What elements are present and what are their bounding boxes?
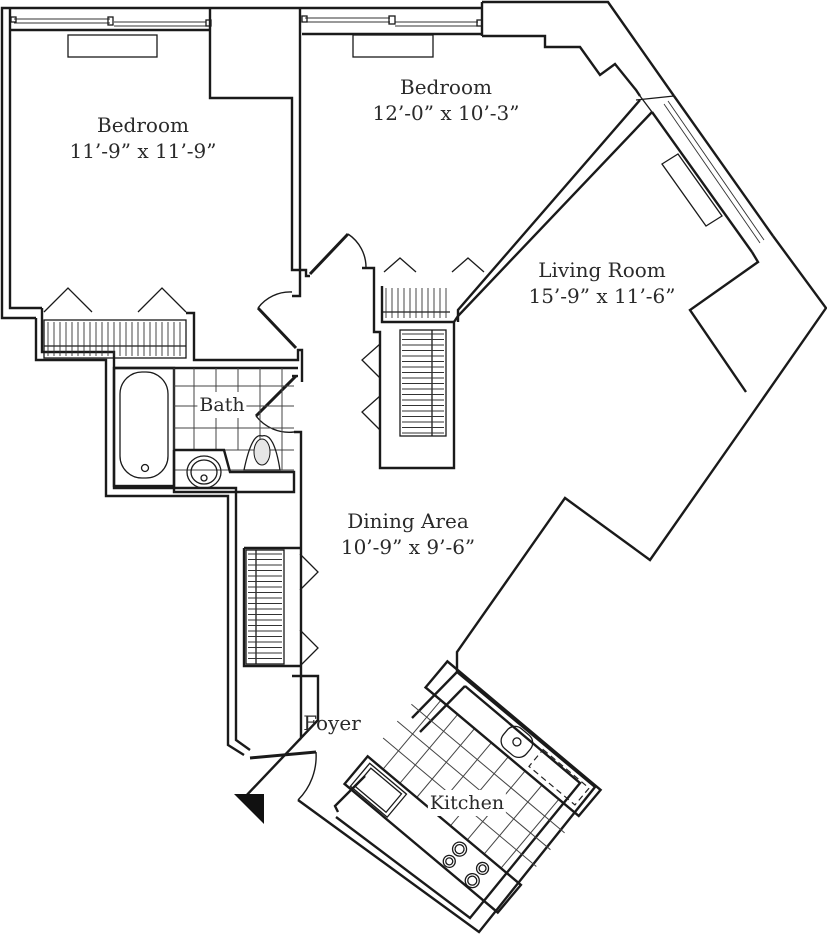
kitchen-fixtures	[342, 659, 603, 915]
closet-hanger-bars	[402, 333, 444, 434]
entry-triangle-icon	[234, 794, 264, 824]
closet-shelving	[43, 257, 485, 667]
room-dimensions: 12’-0” x 10’-3”	[372, 101, 520, 125]
doors	[249, 232, 367, 801]
room-label-dining-area: Dining Area 10’-9” x 9’-6”	[341, 508, 475, 560]
room-dimensions: 10’-9” x 9’-6”	[340, 535, 476, 559]
closet-hanger-bars	[385, 288, 447, 318]
room-name: Kitchen	[429, 792, 505, 814]
room-label-foyer: Foyer	[303, 710, 361, 736]
room-name: Bath	[199, 394, 245, 416]
bath-fixtures	[119, 368, 296, 494]
room-label-bedroom-1: Bedroom 11’-9” x 11’-9”	[69, 112, 216, 164]
room-dimensions: 11’-9” x 11’-9”	[69, 139, 217, 163]
room-label-kitchen: Kitchen	[427, 790, 507, 816]
interior-walls	[112, 99, 653, 813]
room-name: Living Room	[538, 258, 666, 282]
room-label-living-room: Living Room 15’-9” x 11’-6”	[528, 257, 675, 309]
closet-hanger-bars	[248, 553, 282, 659]
room-label-bath: Bath	[197, 392, 247, 418]
room-name: Foyer	[303, 711, 361, 735]
room-dimensions: 15’-9” x 11’-6”	[528, 284, 676, 308]
room-label-bedroom-2: Bedroom 12’-0” x 10’-3”	[372, 74, 519, 126]
room-name: Dining Area	[347, 509, 469, 533]
closet-hanger-bars	[47, 322, 181, 356]
bedroom-2-niche	[352, 34, 434, 58]
room-name: Bedroom	[97, 113, 189, 137]
room-name: Bedroom	[400, 75, 492, 99]
living-room-cabinet	[661, 153, 723, 227]
bedroom-1-niche	[67, 34, 158, 58]
